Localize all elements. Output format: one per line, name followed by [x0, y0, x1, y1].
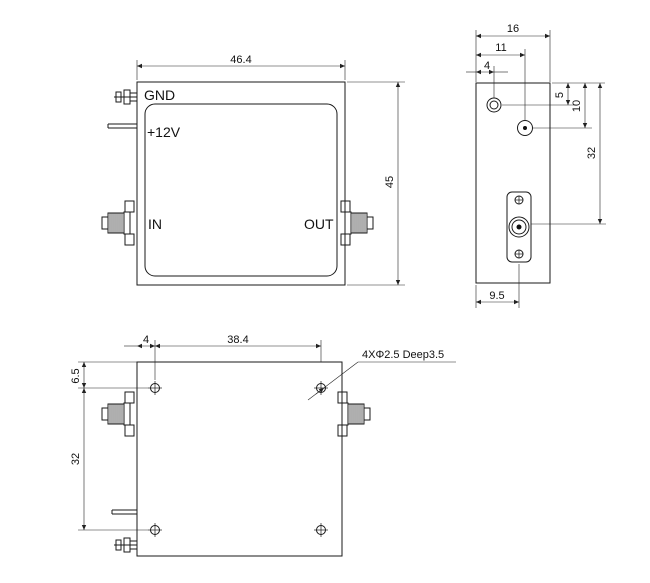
bottom-dim-6-5-label: 6.5 [70, 368, 82, 383]
side-dim-5-label: 5 [554, 92, 566, 98]
bottom-view: 4 38.4 6.5 32 4XΦ2.5 Deep3.5 [70, 334, 456, 557]
in-connector [101, 200, 135, 246]
side-dim-9-5-label: 9.5 [489, 290, 504, 302]
bottom-gnd-terminal [114, 537, 138, 553]
top-width-label: 46.4 [230, 54, 251, 66]
gnd-label: GND [144, 87, 175, 103]
side-dim-32-label: 32 [586, 147, 598, 159]
top-height-dimension: 45 [347, 81, 405, 286]
side-power-feedthrough [517, 120, 533, 136]
mount-hole-bottom-left [147, 522, 163, 538]
bottom-dim-32-label: 32 [70, 453, 82, 465]
side-dim-32: 32 [531, 83, 606, 225]
out-label: OUT [304, 216, 334, 232]
top-height-label: 45 [384, 176, 396, 188]
bottom-out-connector [337, 391, 371, 437]
bottom-view-body [136, 361, 343, 557]
side-gnd-stud [486, 97, 502, 113]
power-wire [107, 123, 137, 129]
bottom-dim-38-4-label: 38.4 [227, 334, 248, 346]
mount-hole-top-left [147, 380, 163, 396]
top-view: GND +12V IN OUT 46.4 45 [101, 54, 405, 286]
top-width-dimension: 46.4 [136, 54, 346, 80]
side-view-body [475, 82, 551, 284]
bottom-in-connector [101, 391, 135, 437]
mount-hole-top-right [313, 380, 329, 396]
side-dim-11-label: 11 [495, 42, 506, 54]
side-dim-10: 10 [533, 83, 592, 129]
bottom-dim-32: 32 [70, 388, 148, 531]
bottom-power-wire [111, 509, 137, 515]
bottom-dim-38-4: 38.4 [155, 334, 322, 362]
bottom-dim-4-label: 4 [143, 334, 149, 346]
side-sma-flange [506, 191, 532, 263]
bottom-dim-6-5: 6.5 [70, 361, 148, 389]
bottom-dim-4: 4 [124, 334, 156, 380]
side-view: 16 11 4 5 10 [466, 23, 606, 308]
side-dim-10-label: 10 [571, 100, 583, 112]
top-view-body [136, 81, 346, 286]
side-dim-4: 4 [466, 60, 508, 98]
side-dim-9-5: 9.5 [475, 264, 520, 308]
power-label: +12V [147, 124, 181, 140]
top-view-lid [144, 103, 338, 277]
side-dim-16: 16 [475, 23, 551, 82]
side-dim-4-label: 4 [484, 60, 490, 72]
out-connector [340, 200, 374, 246]
side-dim-11: 11 [476, 42, 526, 120]
side-dim-5: 5 [502, 82, 605, 106]
hole-callout-label: 4XΦ2.5 Deep3.5 [362, 349, 444, 361]
side-dim-16-label: 16 [507, 23, 519, 35]
hole-callout: 4XΦ2.5 Deep3.5 [307, 349, 456, 401]
mount-hole-bottom-right [313, 522, 329, 538]
in-label: IN [148, 216, 162, 232]
gnd-terminal [114, 89, 138, 105]
